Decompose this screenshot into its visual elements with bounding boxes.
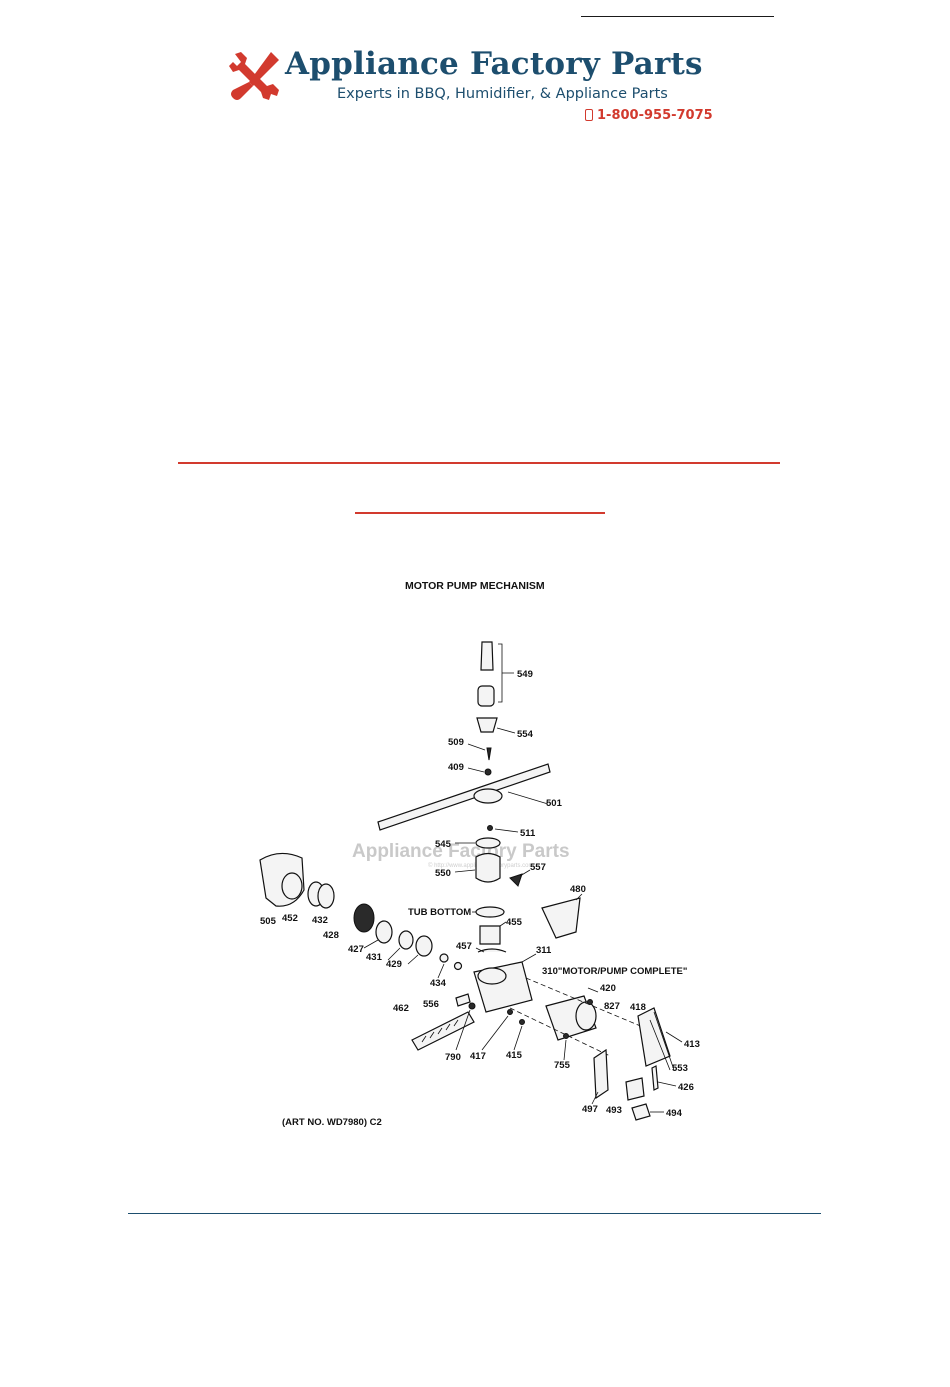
part-413-lead [665, 1031, 683, 1043]
part-501-drawing [377, 763, 551, 831]
diagram-watermark: Appliance Factory Parts [352, 841, 570, 862]
label-452: 452 [282, 913, 298, 924]
part-417-drawing [507, 1009, 513, 1015]
phone-number: 1-800-955-7075 [597, 108, 713, 123]
diagram-title: MOTOR PUMP MECHANISM [405, 580, 545, 592]
part-431-drawing [398, 930, 414, 950]
part-motor-drawing [509, 977, 651, 1057]
parts-diagram: MOTOR PUMP MECHANISM Appliance Factory P… [230, 560, 720, 1140]
label-790: 790 [445, 1052, 461, 1063]
brand-header[interactable]: Appliance Factory Parts Experts in BBQ, … [227, 44, 737, 134]
label-493: 493 [606, 1105, 622, 1116]
part-554-drawing [476, 717, 498, 733]
part-429-drawing [415, 935, 433, 957]
label-413: 413 [684, 1039, 700, 1050]
label-557: 557 [530, 862, 546, 873]
part-tub-bottom-drawing [475, 906, 505, 918]
part-434-drawing [439, 953, 449, 963]
part-511-drawing [487, 825, 493, 831]
brand-name: Appliance Factory Parts [285, 46, 703, 82]
label-417: 417 [470, 1051, 486, 1062]
part-549-drawing [477, 641, 514, 707]
label-311: 311 [536, 945, 552, 956]
label-509: 509 [448, 737, 464, 748]
label-434: 434 [430, 978, 447, 989]
part-480-drawing [541, 897, 581, 939]
phone-link[interactable]: 1-800-955-7075 [585, 108, 713, 123]
part-494-drawing [631, 1103, 651, 1121]
label-427: 427 [348, 944, 364, 955]
label-755: 755 [554, 1060, 571, 1071]
part-409-drawing [484, 768, 492, 776]
label-tub-bottom: TUB BOTTOM [408, 907, 471, 918]
label-409: 409 [448, 762, 464, 773]
label-501: 501 [546, 798, 563, 809]
part-550-drawing [475, 852, 501, 883]
red-divider-long [178, 462, 780, 464]
label-415: 415 [506, 1050, 523, 1061]
part-505-drawing [259, 852, 305, 907]
art-number: (ART NO. WD7980) C2 [282, 1117, 382, 1128]
label-494: 494 [666, 1108, 683, 1119]
part-497-drawing [593, 1048, 609, 1100]
motor-pump-exploded-view: MOTOR PUMP MECHANISM Appliance Factory P… [259, 580, 700, 1128]
label-550: 550 [435, 868, 451, 879]
part-427-drawing [375, 920, 393, 944]
part-457-drawing [477, 948, 507, 953]
part-428-drawing [353, 903, 375, 933]
label-429: 429 [386, 959, 402, 970]
label-505: 505 [260, 916, 277, 927]
wrench-screwdriver-icon [229, 52, 279, 100]
label-455: 455 [506, 917, 523, 928]
part-311-drawing [473, 953, 537, 1013]
part-545-drawing [475, 837, 501, 849]
label-497: 497 [582, 1104, 598, 1115]
brand-tagline: Experts in BBQ, Humidifier, & Appliance … [337, 86, 668, 102]
part-493-drawing [625, 1077, 645, 1101]
part-434b-drawing [453, 961, 463, 971]
part-755-drawing [563, 1033, 569, 1039]
label-556: 556 [423, 999, 439, 1010]
label-428: 428 [323, 930, 339, 941]
label-426: 426 [678, 1082, 694, 1093]
label-480: 480 [570, 884, 586, 895]
label-420: 420 [600, 983, 616, 994]
part-557-drawing [509, 873, 523, 887]
label-462: 462 [393, 1003, 409, 1014]
label-310: 310"MOTOR/PUMP COMPLETE" [542, 966, 687, 977]
label-554: 554 [517, 729, 534, 740]
label-553: 553 [672, 1063, 688, 1074]
part-509-drawing [486, 747, 492, 761]
part-827-drawing [587, 999, 593, 1005]
label-432: 432 [312, 915, 328, 926]
part-455-drawing [479, 925, 501, 945]
label-549: 549 [517, 669, 533, 680]
red-divider-short [355, 512, 605, 514]
label-511: 511 [520, 828, 536, 839]
part-415-drawing [519, 1019, 525, 1025]
label-431: 431 [366, 952, 383, 963]
footer-divider [128, 1213, 821, 1214]
part-420-drawing [587, 987, 599, 993]
part-556-drawing [455, 993, 471, 1007]
label-418: 418 [630, 1002, 646, 1013]
part-462-drawing [411, 1011, 475, 1051]
label-457: 457 [456, 941, 472, 952]
part-432-drawing [317, 883, 335, 909]
top-rule [581, 16, 774, 17]
mobile-phone-icon [585, 109, 593, 121]
part-790-drawing [468, 1002, 476, 1010]
part-418-drawing [637, 1007, 675, 1071]
label-827: 827 [604, 1001, 620, 1012]
label-545: 545 [435, 839, 452, 850]
part-426-drawing [651, 1065, 659, 1091]
